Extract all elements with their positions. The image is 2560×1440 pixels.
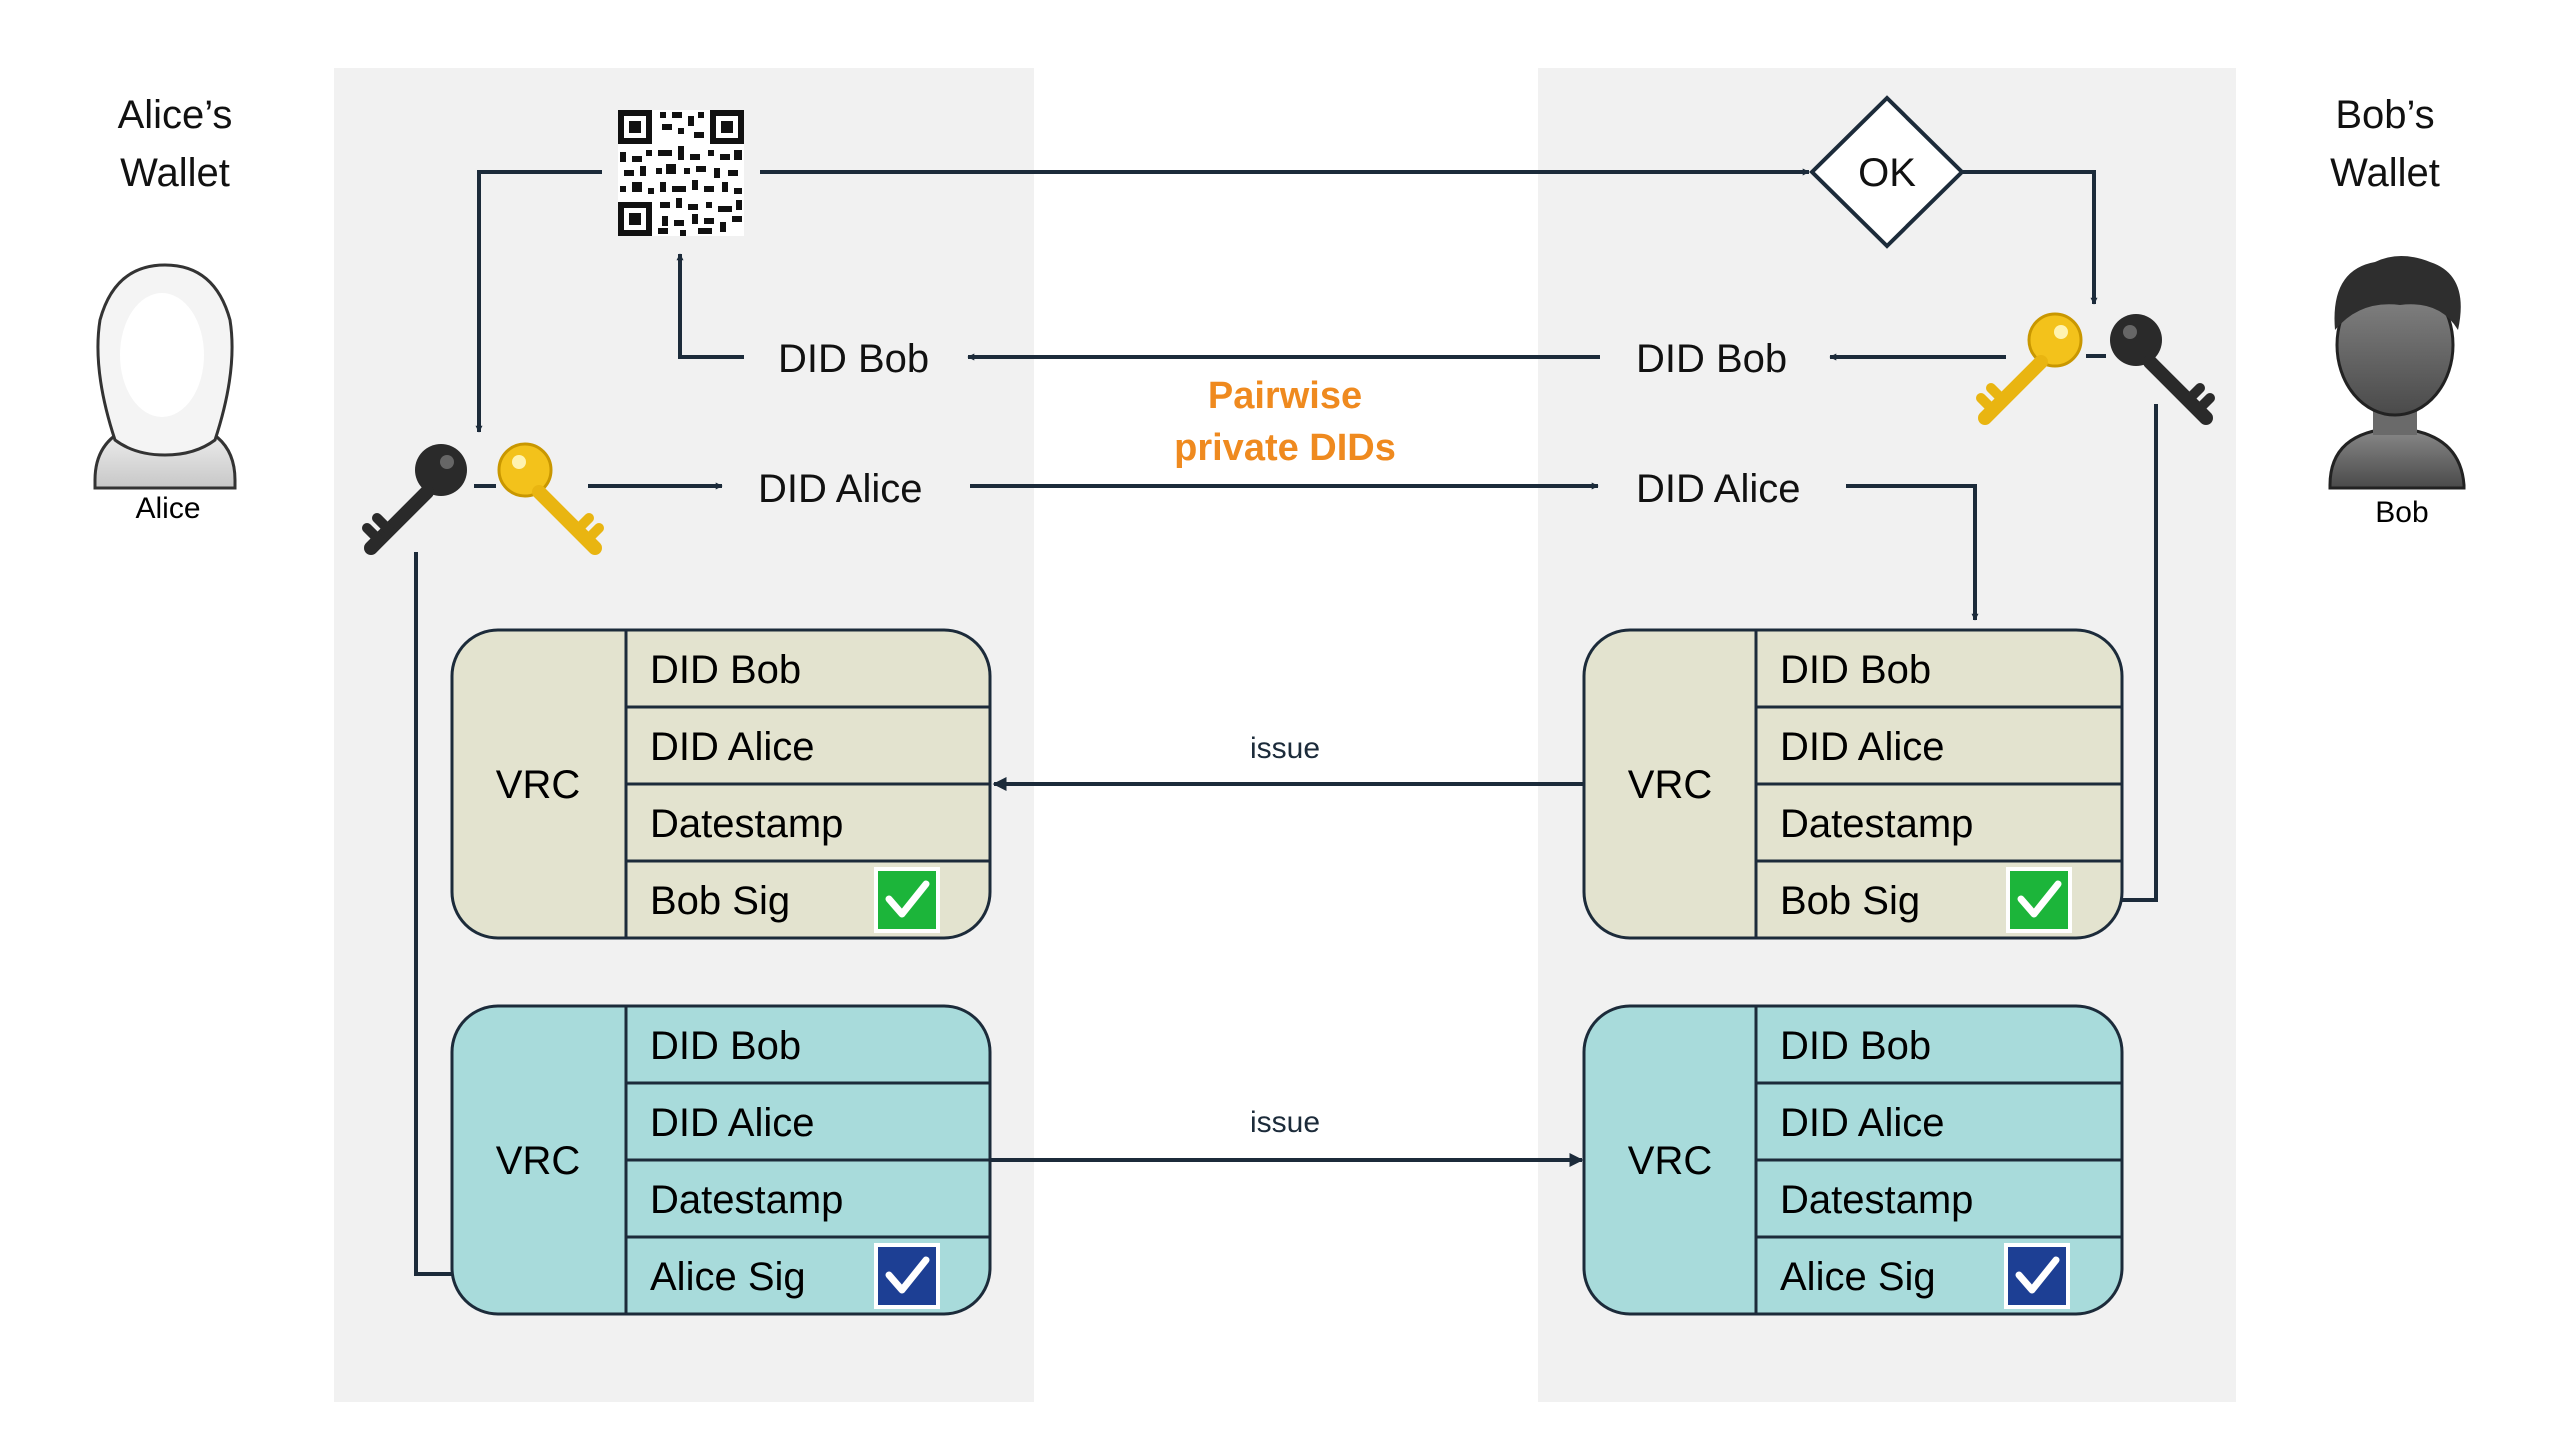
alice-avatar-label: Alice	[135, 492, 200, 525]
vrc-row-datestamp: Datestamp	[1780, 802, 1973, 846]
bob-wallet-title-line2: Wallet	[2330, 151, 2440, 195]
bob-wallet-title: Bob’s Wallet	[2330, 93, 2440, 195]
bob-wallet-title-line1: Bob’s	[2335, 93, 2434, 137]
did-alice-to-bob-vrc-connector	[1846, 484, 1979, 621]
bob-key-pair-icon	[1981, 314, 2210, 418]
vrc-row-datestamp: Datestamp	[650, 1178, 843, 1222]
did-bob-bob-side: DID Bob	[1636, 337, 1787, 381]
female-avatar-icon	[93, 263, 237, 490]
checkbox-checked-icon	[2006, 867, 2072, 933]
checkbox-checked-icon	[2004, 1243, 2070, 1309]
vrc-row-did-alice: DID Alice	[650, 725, 815, 769]
vrc-row-did-bob: DID Bob	[1780, 1024, 1931, 1068]
vrc-row-did-alice: DID Alice	[1780, 725, 1945, 769]
vrc-label: VRC	[496, 1139, 580, 1183]
vrc-card-alice-bob-signed: VRC DID Bob DID Alice Datestamp Bob Sig	[450, 628, 992, 940]
bob-avatar-label: Bob	[2375, 496, 2428, 529]
vrc-row-bob-sig: Bob Sig	[650, 879, 790, 923]
pairwise-label-line1: Pairwise	[1208, 375, 1362, 417]
did-alice-bob-side: DID Alice	[1636, 467, 1801, 511]
did-bob-to-qr-connector	[676, 253, 744, 359]
alice-wallet-title-line1: Alice’s	[118, 93, 233, 137]
alice-wallet-title: Alice’s Wallet	[118, 93, 233, 195]
vrc-row-did-bob: DID Bob	[1780, 648, 1931, 692]
checkbox-checked-icon	[874, 1243, 940, 1309]
issue-label-top: issue	[1250, 732, 1320, 765]
vrc-row-alice-sig: Alice Sig	[1780, 1255, 1936, 1299]
male-avatar-icon	[2328, 256, 2466, 490]
ok-label: OK	[1858, 151, 1916, 195]
qr-code-icon	[618, 110, 744, 236]
qr-to-alice-keys-connector	[475, 170, 602, 433]
vrc-row-datestamp: Datestamp	[650, 802, 843, 846]
vrc-label: VRC	[496, 763, 580, 807]
did-bob-alice-side: DID Bob	[778, 337, 929, 381]
vrc-card-alice-alice-signed: VRC DID Bob DID Alice Datestamp Alice Si…	[450, 1004, 992, 1316]
vrc-row-did-bob: DID Bob	[650, 648, 801, 692]
vrc-row-did-alice: DID Alice	[650, 1101, 815, 1145]
vrc-card-bob-alice-signed: VRC DID Bob DID Alice Datestamp Alice Si…	[1582, 1004, 2124, 1316]
alice-wallet-title-line2: Wallet	[120, 151, 230, 195]
vrc-label: VRC	[1628, 763, 1712, 807]
issue-label-bottom: issue	[1250, 1106, 1320, 1139]
vrc-row-alice-sig: Alice Sig	[650, 1255, 806, 1299]
ok-decision-diamond	[1809, 95, 1965, 249]
vrc-label: VRC	[1628, 1139, 1712, 1183]
vrc-row-datestamp: Datestamp	[1780, 1178, 1973, 1222]
vrc-row-did-alice: DID Alice	[1780, 1101, 1945, 1145]
vrc-row-bob-sig: Bob Sig	[1780, 879, 1920, 923]
ok-to-bob-keys-connector	[1963, 170, 2098, 305]
vrc-row-did-bob: DID Bob	[650, 1024, 801, 1068]
checkbox-checked-icon	[874, 867, 940, 933]
pairwise-label-line2: private DIDs	[1174, 427, 1396, 469]
did-alice-alice-side: DID Alice	[758, 467, 923, 511]
alice-key-pair-icon	[367, 444, 599, 548]
vrc-card-bob-bob-signed: VRC DID Bob DID Alice Datestamp Bob Sig	[1582, 628, 2124, 940]
